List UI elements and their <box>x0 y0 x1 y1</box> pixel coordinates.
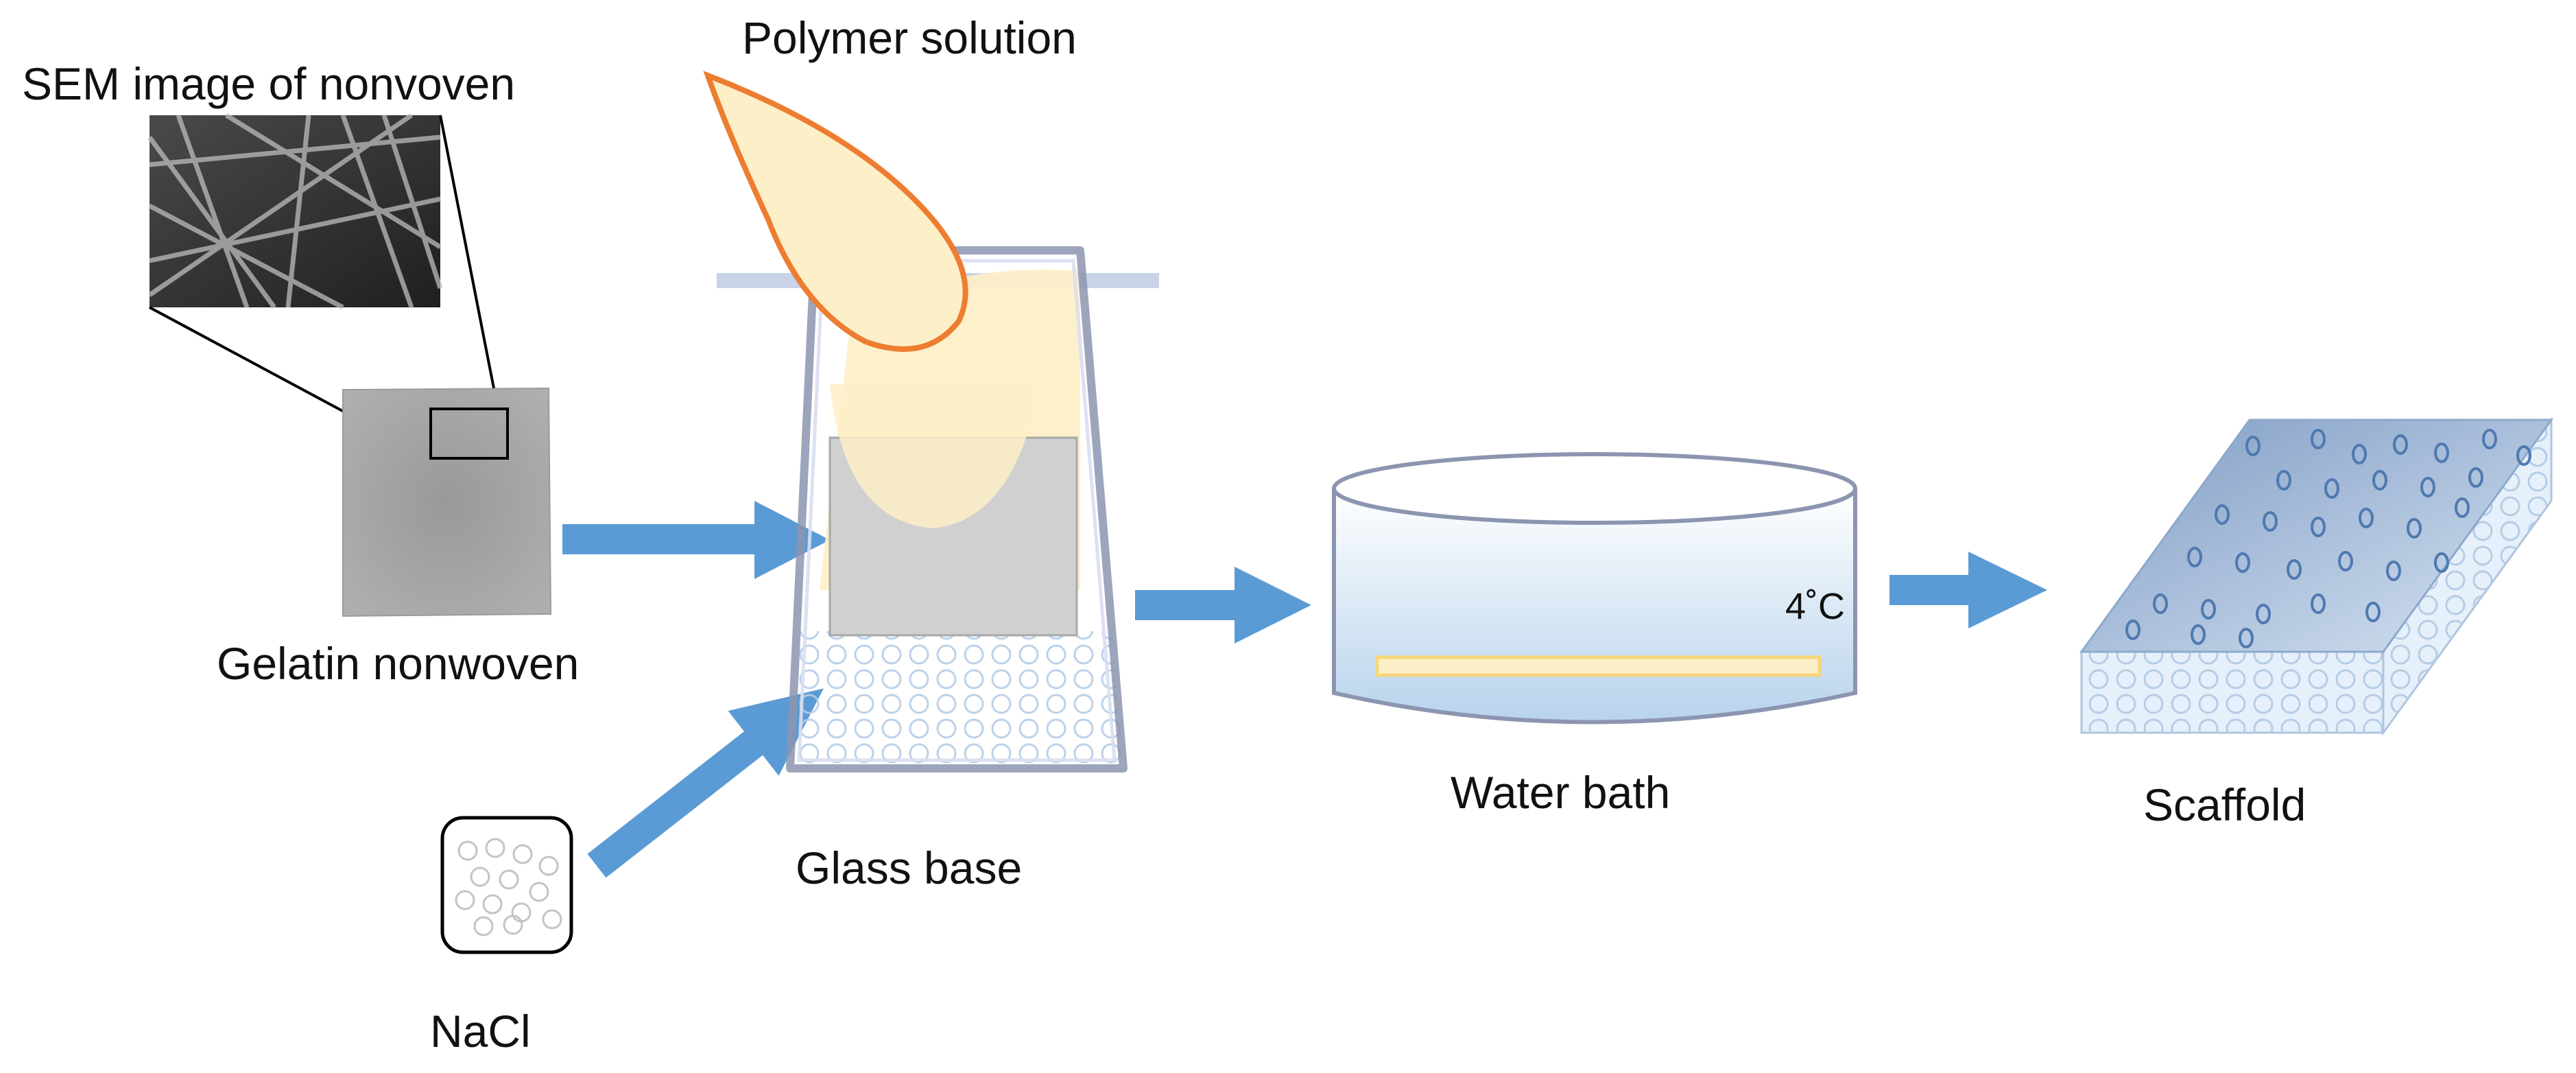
arrows <box>562 501 2047 878</box>
polymer-drip <box>830 384 1036 528</box>
water-bath-rim <box>1332 452 1857 525</box>
label-scaffold: Scaffold <box>2143 779 2306 830</box>
water-bath <box>1332 452 1857 724</box>
nacl-container <box>440 816 573 954</box>
sample-in-bath <box>1375 655 1822 677</box>
scaffold-pores <box>2125 429 2531 648</box>
arrow-water-to-scaffold <box>1889 552 2047 628</box>
label-nacl: NaCl <box>430 1006 531 1057</box>
gelatin-nonwoven <box>342 387 552 617</box>
arrow-beaker-to-water <box>1135 567 1311 644</box>
label-glass: Glass base <box>796 842 1022 893</box>
nonwoven-sheet <box>342 387 552 617</box>
nacl-particles-in-beaker <box>790 631 1123 768</box>
arrow-nacl-to-beaker <box>587 688 824 878</box>
polymer-droplet <box>703 71 968 352</box>
label-temp: 4˚C <box>1785 586 1845 627</box>
scaffold-block <box>2079 416 2553 736</box>
sem-image <box>150 115 440 307</box>
arrow-nonwoven-to-beaker <box>562 501 830 579</box>
label-polymer: Polymer solution <box>742 12 1077 63</box>
nacl-crystals <box>455 838 562 936</box>
sem-fibers <box>147 113 443 310</box>
beaker-outline <box>786 246 1128 773</box>
label-water: Water bath <box>1451 767 1670 818</box>
label-gelatin: Gelatin nonwoven <box>217 638 579 689</box>
label-sem: SEM image of nonvoven <box>22 58 515 109</box>
nacl-box <box>440 816 573 954</box>
